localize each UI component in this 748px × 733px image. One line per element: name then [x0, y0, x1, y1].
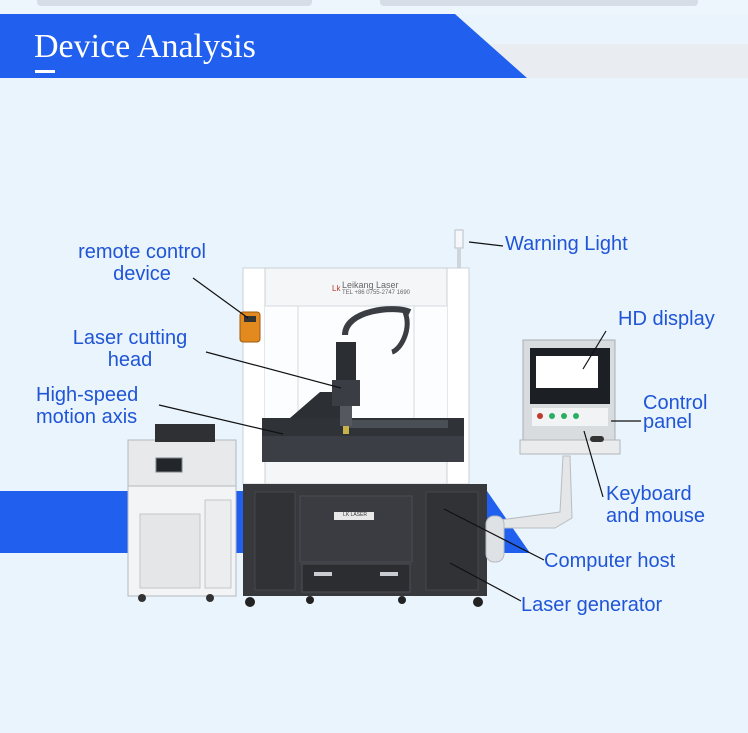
hd-display-monitor	[519, 339, 621, 455]
label-keyboard-mouse-line2: and mouse	[606, 505, 705, 527]
machine-plate: LK LASER	[343, 512, 367, 518]
label-control-panel-line2: panel	[643, 411, 692, 433]
label-remote-control: remote control device	[66, 241, 218, 285]
label-warning-light: Warning Light	[505, 233, 628, 255]
top-tab-left	[37, 0, 312, 6]
label-laser-cutting-head-line1: Laser cutting	[72, 327, 188, 349]
remote-control-icon	[239, 311, 261, 343]
label-motion-axis: High-speed motion axis	[36, 384, 138, 428]
label-remote-control-line2: device	[113, 263, 171, 285]
label-keyboard-mouse: Keyboard and mouse	[606, 483, 705, 527]
label-computer-host: Computer host	[544, 550, 676, 572]
laser-cutting-head-icon	[332, 342, 360, 434]
title-underline	[35, 70, 55, 73]
label-keyboard-mouse-line1: Keyboard	[606, 483, 692, 505]
svg-text:Lk: Lk	[332, 284, 341, 293]
label-laser-generator: Laser generator	[521, 594, 663, 616]
water-chiller	[127, 424, 237, 602]
motion-axis	[262, 392, 464, 462]
top-tab-right	[380, 0, 698, 6]
label-control-panel-line1: Control	[643, 392, 708, 414]
warning-light-icon	[454, 229, 464, 270]
machine-brand-sub: TEL +86 0755-2747 1690	[342, 290, 411, 296]
label-motion-axis-line1: High-speed	[36, 384, 139, 406]
lower-cabinet	[243, 484, 487, 607]
label-hd-display: HD display	[618, 308, 715, 330]
label-control-panel: Control panel	[643, 392, 708, 433]
section-title: Device Analysis	[34, 28, 256, 65]
label-laser-cutting-head-line2: head	[107, 349, 153, 371]
header-band	[0, 14, 527, 78]
label-remote-control-line1: remote control	[78, 241, 206, 263]
label-laser-cutting-head: Laser cutting head	[64, 327, 196, 371]
machine-brand: Leikang Laser TEL +86 0755-2747 1690	[342, 280, 410, 296]
label-motion-axis-line2: motion axis	[36, 406, 138, 428]
machine-brand-name: Leikang Laser	[342, 280, 399, 290]
